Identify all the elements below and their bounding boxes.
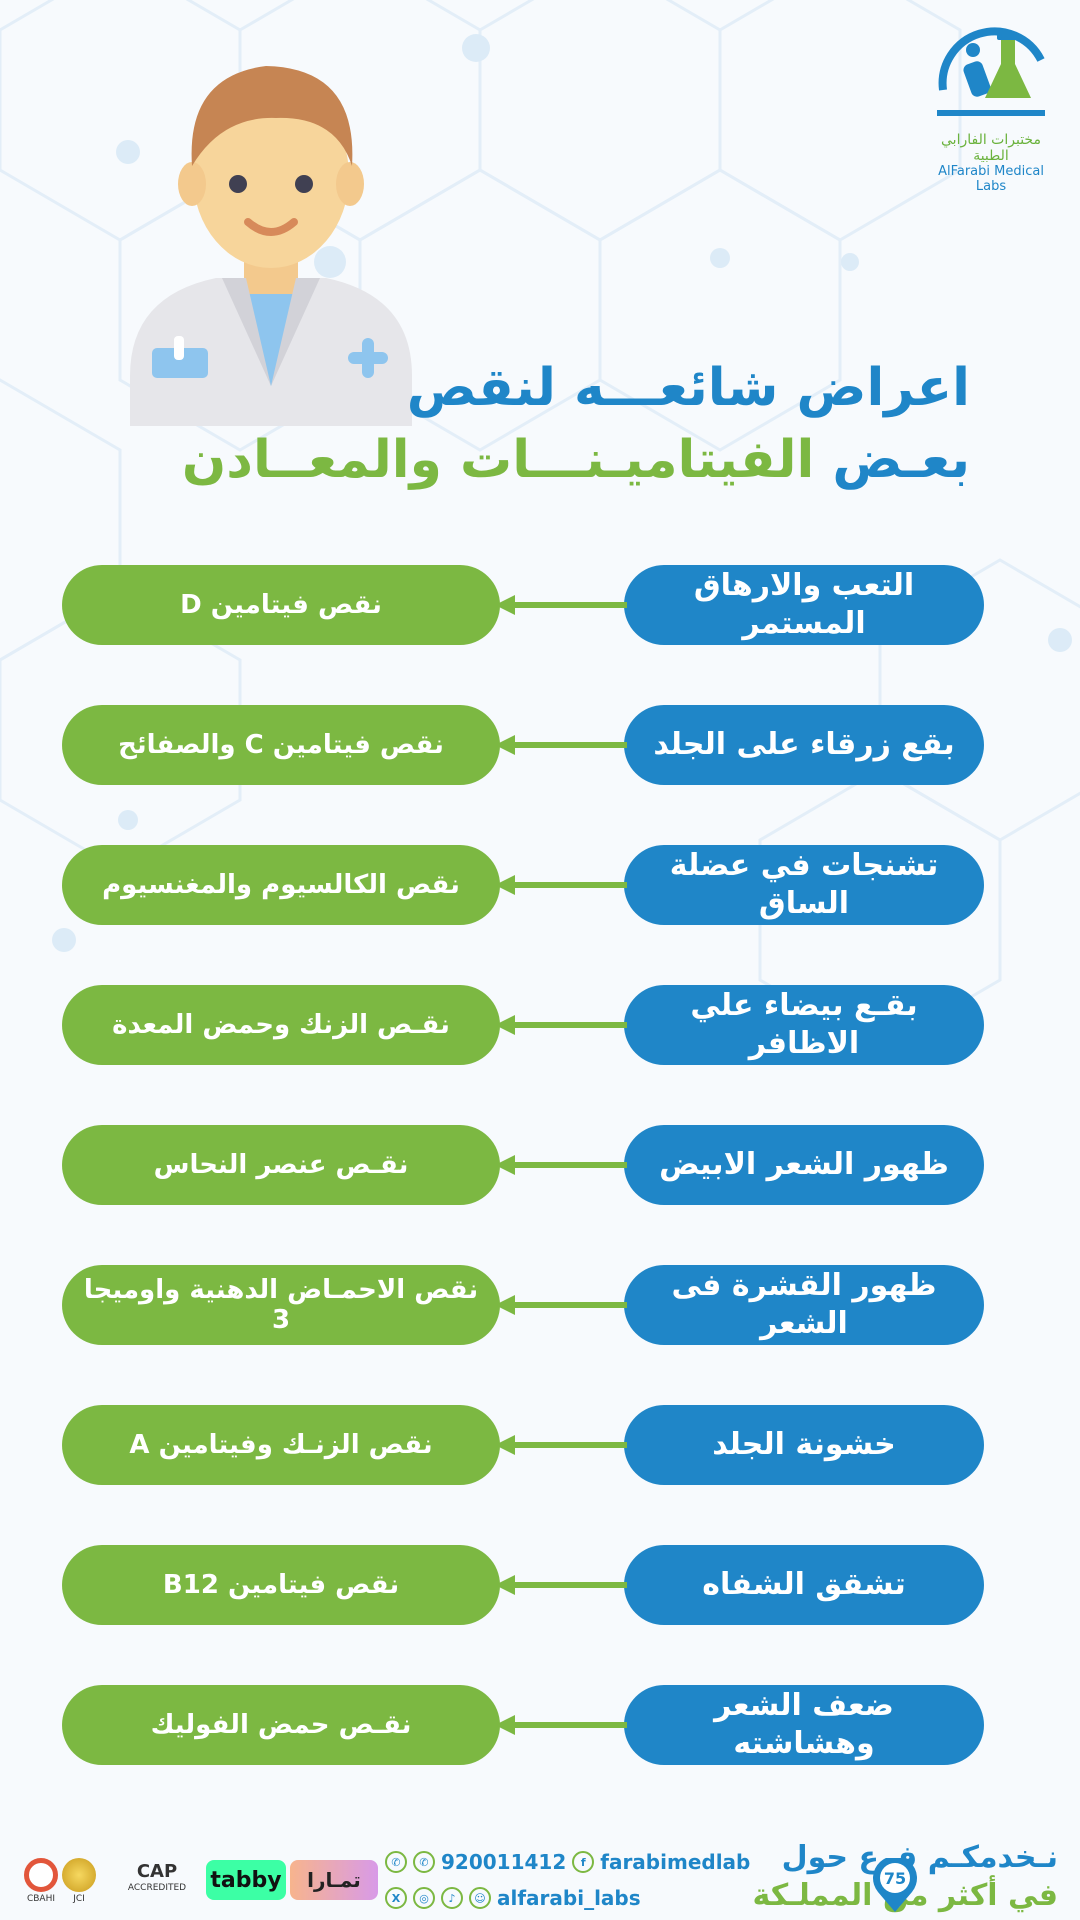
title-line-2: بعـض الفيتاميـنـــات والمعــادن — [110, 424, 970, 496]
symptom-pill: ظهور القشرة فى الشعر — [624, 1265, 984, 1345]
symptom-pill: التعب والارهاق المستمر — [624, 565, 984, 645]
arrow-left-icon — [495, 1715, 627, 1735]
facebook-handle[interactable]: farabimedlab — [600, 1850, 751, 1874]
list-item: تشقق الشفاه نقص فيتامين B12 — [0, 1545, 1080, 1627]
jci-seal-icon — [62, 1858, 96, 1892]
cause-pill: نقص الكالسيوم والمغنسيوم — [62, 845, 500, 925]
arrow-left-icon — [495, 1015, 627, 1035]
branch-count: 75 — [884, 1869, 906, 1888]
cap-label: CAP — [136, 1861, 178, 1882]
logo-name-english: AlFarabi Medical Labs — [938, 164, 1044, 194]
cause-pill: نقـص الزنك وحمض المعدة — [62, 985, 500, 1065]
tiktok-icon[interactable]: ♪ — [441, 1887, 463, 1909]
arrow-left-icon — [495, 1435, 627, 1455]
title-line-2-part-2: الفيتاميـنـــات والمعــادن — [181, 430, 815, 490]
snapchat-icon[interactable]: ☺ — [469, 1887, 491, 1909]
phone-icon[interactable]: ✆ — [385, 1851, 407, 1873]
instagram-icon[interactable]: ◎ — [413, 1887, 435, 1909]
list-item: بقع زرقاء على الجلد نقص فيتامين C والصفا… — [0, 705, 1080, 787]
branches-line-1: نـخدمكـم فرع حول — [781, 1840, 1058, 1875]
list-item: التعب والارهاق المستمر نقص فيتامين D — [0, 565, 1080, 647]
cbahi-label: CBAHI — [26, 1894, 56, 1904]
arrow-left-icon — [495, 1575, 627, 1595]
arrow-left-icon — [495, 875, 627, 895]
page-title: اعراض شائعـــه لنقص بعـض الفيتاميـنـــات… — [110, 352, 970, 496]
title-line-2-part-1: بعـض — [832, 430, 970, 490]
list-item: ضعف الشعر وهشاشته نقـص حمض الفوليك — [0, 1685, 1080, 1767]
arrow-left-icon — [495, 1295, 627, 1315]
title-line-1: اعراض شائعـــه لنقص — [406, 358, 970, 418]
cbahi-seal-icon — [24, 1858, 58, 1892]
cap-accredited-badge: CAP ACCREDITED — [112, 1860, 202, 1900]
contact-row-social: X ◎ ♪ ☺ alfarabi_labs — [385, 1882, 641, 1914]
symptom-pill: بقع زرقاء على الجلد — [624, 705, 984, 785]
list-item: ظهور القشرة فى الشعر نقص الاحمـاض الدهني… — [0, 1265, 1080, 1347]
facebook-icon[interactable]: f — [572, 1851, 595, 1873]
symptom-pill: تشقق الشفاه — [624, 1545, 984, 1625]
x-icon[interactable]: X — [385, 1887, 407, 1909]
list-item: تشنجات في عضلة الساق نقص الكالسيوم والمغ… — [0, 845, 1080, 927]
social-handle[interactable]: alfarabi_labs — [497, 1886, 641, 1910]
symptom-pill: بقـع بيضاء علي الاظافر — [624, 985, 984, 1065]
contact-row-phone: ✆ ✆ 920011412 f farabimedlab — [385, 1846, 750, 1878]
tamara-badge: تمـارا — [290, 1860, 378, 1900]
contact-info: ✆ ✆ 920011412 f farabimedlab X ◎ ♪ ☺ alf… — [385, 1846, 750, 1916]
map-pin-icon: 75 — [873, 1858, 917, 1912]
jci-label: JCI — [73, 1894, 85, 1904]
symptom-pill: ظهور الشعر الابيض — [624, 1125, 984, 1205]
phone-number[interactable]: 920011412 — [441, 1850, 567, 1874]
list-item: ظهور الشعر الابيض نقـص عنصر النحاس — [0, 1125, 1080, 1207]
doctor-illustration — [130, 66, 412, 426]
cap-sublabel: ACCREDITED — [127, 1883, 187, 1893]
cause-pill: نقـص حمض الفوليك — [62, 1685, 500, 1765]
arrow-left-icon — [495, 1155, 627, 1175]
cause-pill: نقص فيتامين D — [62, 565, 500, 645]
cause-pill: نقـص عنصر النحاس — [62, 1125, 500, 1205]
branches-banner: نـخدمكـم فرع حول في أكثر من المملـكة 75 — [728, 1840, 1058, 1920]
list-item: بقـع بيضاء علي الاظافر نقـص الزنك وحمض ا… — [0, 985, 1080, 1067]
symptom-pill: ضعف الشعر وهشاشته — [624, 1685, 984, 1765]
tabby-badge: tabby — [206, 1860, 286, 1900]
arrow-left-icon — [495, 595, 627, 615]
lab-flask-logo-icon — [937, 27, 1045, 116]
cause-pill: نقص الاحمـاض الدهنية واوميجا 3 — [62, 1265, 500, 1345]
arrow-left-icon — [495, 735, 627, 755]
whatsapp-icon[interactable]: ✆ — [413, 1851, 435, 1873]
cause-pill: نقص الزنـك وفيتامين A — [62, 1405, 500, 1485]
cause-pill: نقص فيتامين C والصفائح — [62, 705, 500, 785]
symptom-pill: خشونة الجلد — [624, 1405, 984, 1485]
alfarabi-logo: مختبرات الفارابي الطبية AlFarabi Medical… — [926, 20, 1056, 194]
list-item: خشونة الجلد نقص الزنـك وفيتامين A — [0, 1405, 1080, 1487]
logo-name-arabic: مختبرات الفارابي الطبية — [941, 132, 1041, 164]
cause-pill: نقص فيتامين B12 — [62, 1545, 500, 1625]
footer: نـخدمكـم فرع حول في أكثر من المملـكة 75 … — [0, 1820, 1080, 1920]
symptom-pill: تشنجات في عضلة الساق — [624, 845, 984, 925]
